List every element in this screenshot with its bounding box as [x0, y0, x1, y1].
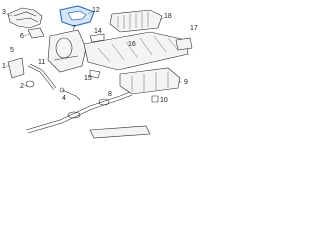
callout-1: 1	[2, 63, 6, 70]
callout-17: 17	[190, 25, 198, 32]
callout-4: 4	[62, 95, 66, 102]
callout-10: 10	[160, 97, 168, 104]
leader-2	[23, 84, 29, 87]
leader-12	[87, 11, 93, 15]
callout-14: 14	[94, 28, 102, 35]
leader-18	[159, 17, 165, 21]
callout-3: 3	[2, 9, 6, 16]
part-bracket-right	[175, 37, 193, 51]
exhaust-parts-diagram: 3 12 18 6 7 14 13	[2, 5, 198, 139]
part-clamp-left	[89, 69, 101, 79]
part-hanger-rear	[151, 95, 159, 103]
part-flange-gasket	[25, 80, 35, 88]
part-underfloor-shield	[83, 31, 189, 71]
part-heat-shield-right	[109, 9, 163, 33]
callout-7: 7	[72, 25, 76, 32]
callout-15: 15	[84, 75, 92, 82]
part-highlighted-gasket	[59, 5, 95, 27]
callout-2: 2	[20, 83, 24, 90]
part-oxygen-sensor	[59, 87, 81, 101]
part-intermediate-pipe	[25, 91, 133, 134]
part-bracket-left	[27, 27, 45, 39]
part-rear-shield	[89, 125, 151, 139]
callout-5: 5	[10, 47, 14, 54]
part-heat-shield-upper	[7, 7, 43, 29]
callout-6: 6	[20, 33, 24, 40]
part-muffler	[119, 67, 181, 95]
part-hanger-bracket	[89, 33, 105, 43]
callout-12: 12	[92, 7, 100, 14]
callout-9: 9	[184, 79, 188, 86]
callout-18: 18	[164, 13, 172, 20]
part-catalytic-converter	[47, 29, 87, 73]
part-front-pipe	[27, 63, 57, 91]
callout-11: 11	[38, 59, 45, 66]
callout-16: 16	[128, 41, 136, 48]
callout-8: 8	[108, 91, 112, 98]
leader-6	[23, 33, 31, 37]
part-front-bracket	[7, 57, 25, 79]
leader-3	[5, 13, 13, 17]
